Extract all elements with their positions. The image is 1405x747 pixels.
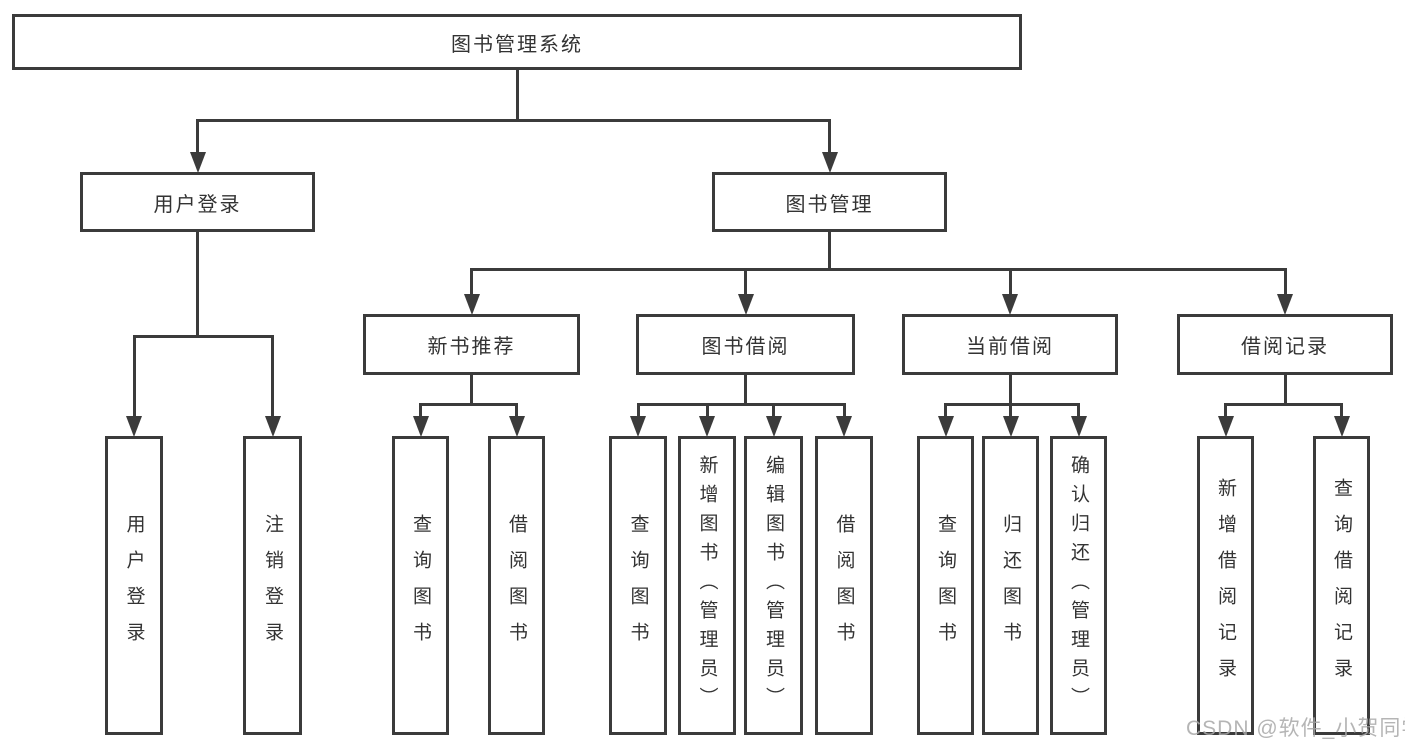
connector-line [419,402,518,406]
node-current-return: 归还图书 [982,436,1039,735]
watermark: CSDN @软件_小贺同学 [1186,717,1405,740]
connector-line [132,336,136,432]
arrow-down-icon [1002,294,1018,315]
arrow-down-icon [737,294,754,315]
connector-line [828,232,831,269]
connector-line [1224,402,1343,406]
arrow-down-icon [463,294,480,315]
arrow-down-icon [765,416,782,437]
connector-line [1008,269,1012,310]
arrow-down-icon [1217,416,1234,437]
node-logout: 注销登录 [243,436,302,735]
connector-line [470,267,1287,271]
connector-line [1283,375,1287,404]
connector-line [515,70,519,120]
connector-line [196,118,831,122]
connector-line [196,232,199,336]
arrow-down-icon [1333,416,1350,437]
node-login: 用户登录 [80,172,315,232]
arrow-down-icon [1070,416,1087,437]
arrow-down-icon [412,416,429,437]
arrow-down-icon [126,416,142,437]
arrow-down-icon [821,152,838,173]
node-current: 当前借阅 [902,314,1118,375]
node-borrow-add: 新增图书（管理员） [678,436,736,735]
connector-line [1008,375,1012,404]
connector-line [470,269,473,310]
connector-line [470,375,473,404]
arrow-down-icon [1277,294,1293,315]
arrow-down-icon [189,152,206,173]
arrow-down-icon [264,416,281,437]
node-mgmt: 图书管理 [712,172,947,232]
node-login-do: 用户登录 [105,436,163,735]
connector-line [828,120,831,168]
connector-line [1283,269,1287,310]
node-rec-borrow: 借阅图书 [488,436,545,735]
node-rec-query: 查询图书 [392,436,449,735]
node-borrow: 图书借阅 [636,314,855,375]
connector-line [744,375,747,404]
connector-line [271,336,274,432]
node-record-add: 新增借阅记录 [1197,436,1254,735]
arrow-down-icon [630,416,646,437]
node-root: 图书管理系统 [12,14,1022,70]
node-rec: 新书推荐 [363,314,580,375]
arrow-down-icon [937,416,954,437]
node-borrow-edit: 编辑图书（管理员） [744,436,803,735]
node-record-query: 查询借阅记录 [1313,436,1370,735]
node-borrow-query: 查询图书 [609,436,667,735]
node-current-query: 查询图书 [917,436,974,735]
connector-line [132,334,274,338]
arrow-down-icon [508,416,525,437]
node-borrow-borrow: 借阅图书 [815,436,873,735]
connector-line [944,402,1080,406]
node-current-confirm: 确认归还（管理员） [1050,436,1107,735]
arrow-down-icon [1002,416,1019,437]
node-record: 借阅记录 [1177,314,1393,375]
connector-line [636,402,846,406]
connector-line [744,269,747,310]
arrow-down-icon [836,416,852,437]
connector-line [196,120,199,168]
arrow-down-icon [699,416,715,437]
